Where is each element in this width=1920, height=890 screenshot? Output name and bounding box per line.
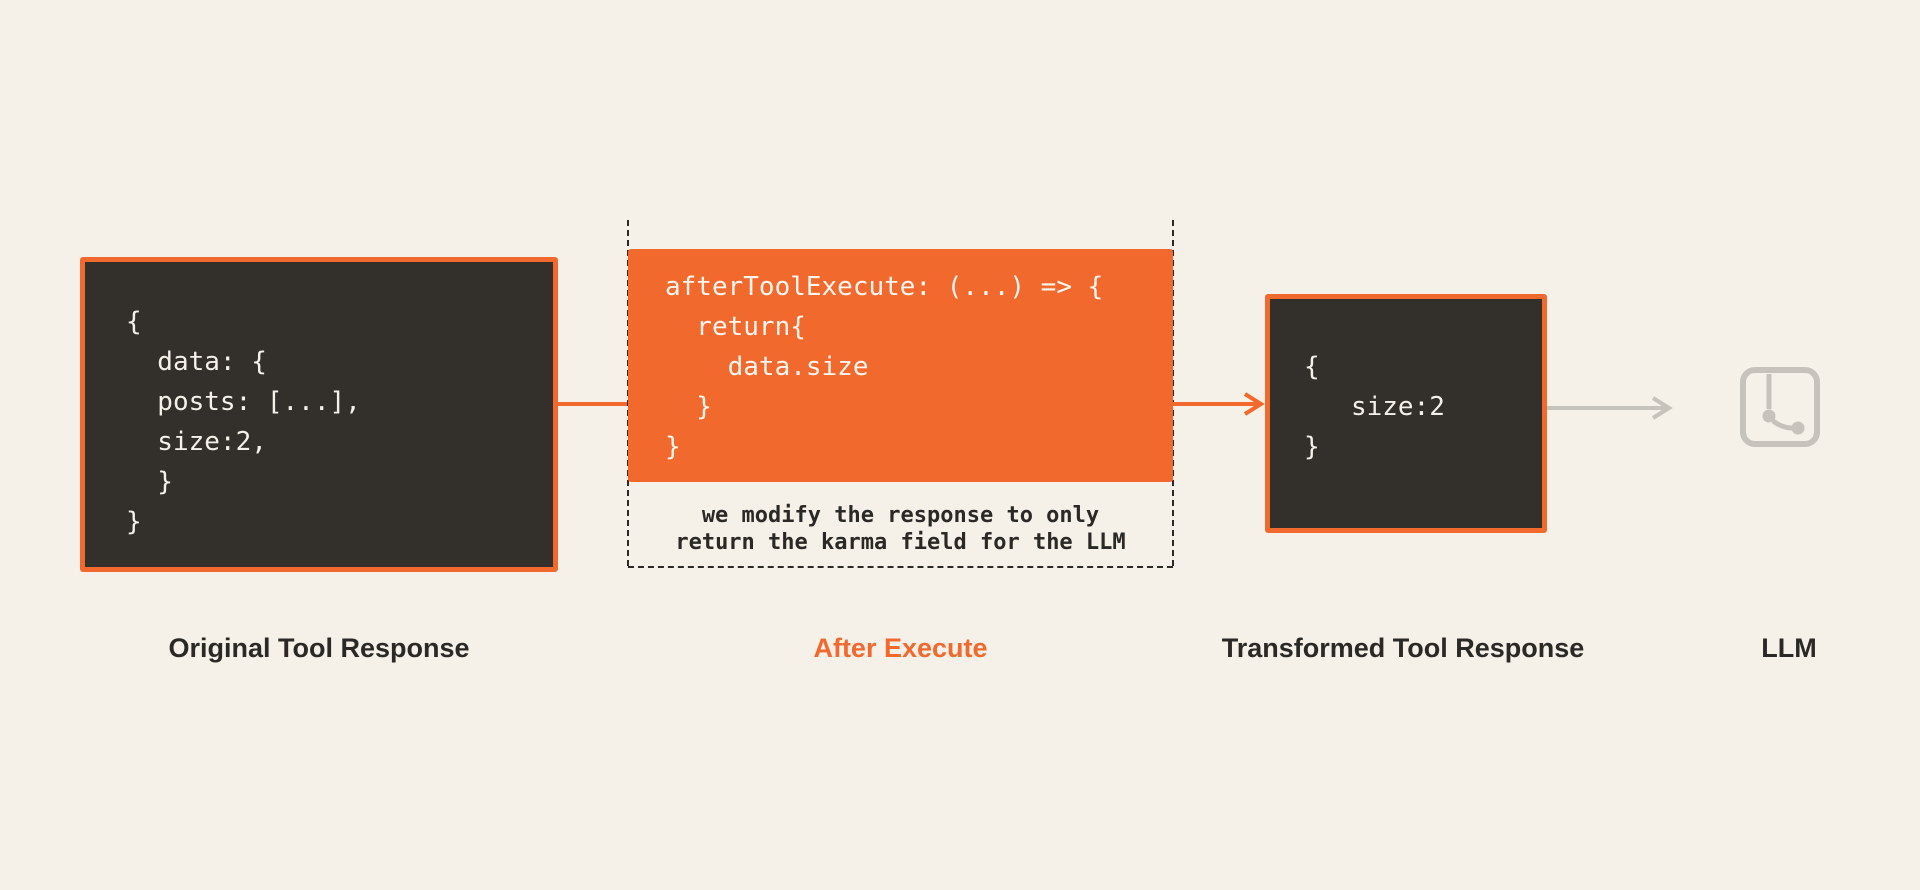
transformed-tool-response-code: { size:2 } (1304, 352, 1445, 462)
label-llm: LLM (1761, 633, 1817, 663)
dashed-line-right (1172, 220, 1174, 566)
label-transformed-tool-response: Transformed Tool Response (1221, 633, 1585, 663)
after-execute-annotation: we modify the response to only return th… (675, 503, 1126, 555)
llm-icon (1737, 364, 1823, 450)
label-after-execute: After Execute (813, 633, 988, 663)
original-tool-response-box: { data: { posts: [...], size:2, } } (80, 257, 558, 572)
transformed-tool-response-box: { size:2 } (1265, 294, 1547, 533)
dashed-line-bottom (628, 566, 1173, 568)
after-execute-code: afterToolExecute: (...) => { return{ dat… (665, 272, 1104, 462)
label-original-tool-response: Original Tool Response (168, 633, 470, 663)
flow-connector-1 (556, 402, 628, 406)
flow-arrow-2 (1173, 392, 1265, 416)
flow-arrow-3 (1547, 396, 1673, 420)
original-tool-response-code: { data: { posts: [...], size:2, } } (126, 307, 361, 537)
after-execute-box: afterToolExecute: (...) => { return{ dat… (628, 249, 1173, 482)
